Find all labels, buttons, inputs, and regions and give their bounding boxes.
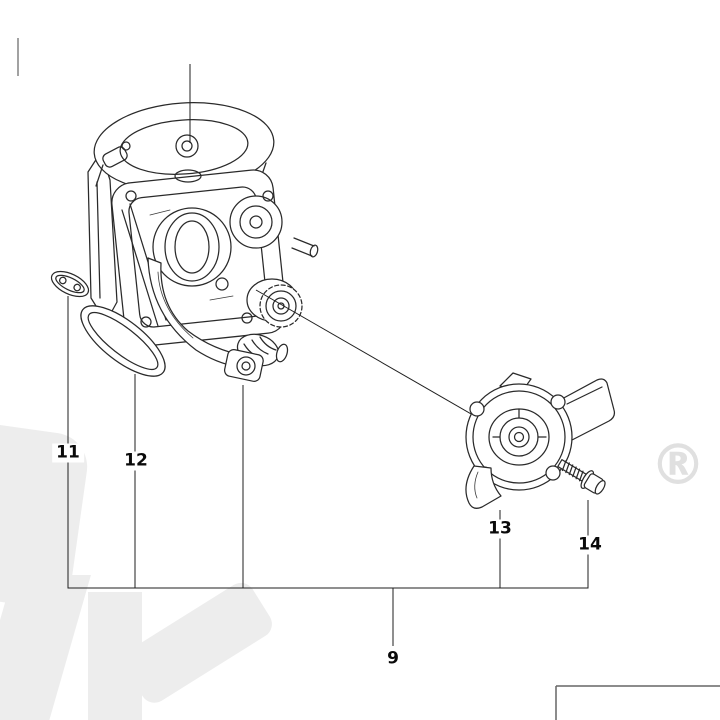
next-section-frame [555, 685, 720, 720]
body-inner-outline [128, 186, 268, 328]
mount-boss [229, 195, 283, 249]
bottom-bracket [223, 349, 264, 382]
brake-band-bracket [559, 378, 616, 441]
sprocket-gear [246, 278, 303, 328]
brake-lever-hook [465, 465, 502, 509]
callout-label-13: 13 [484, 519, 516, 539]
chain-brake-flange-part [465, 372, 616, 509]
callout-label-12: 12 [120, 451, 152, 471]
watermark-registered-icon: ® [650, 433, 706, 498]
callout-label-14: 14 [574, 535, 606, 555]
retainer-plate-part [50, 270, 90, 298]
airbox-top [93, 102, 275, 192]
callout-label-9: 9 [383, 649, 403, 669]
bore-opening [152, 207, 232, 287]
fuel-nipple [291, 237, 319, 258]
crankcase-assembly [87, 102, 319, 382]
screw-part [557, 459, 606, 495]
callout-label-11: 11 [52, 443, 84, 463]
gasket-ring-part [80, 305, 166, 377]
